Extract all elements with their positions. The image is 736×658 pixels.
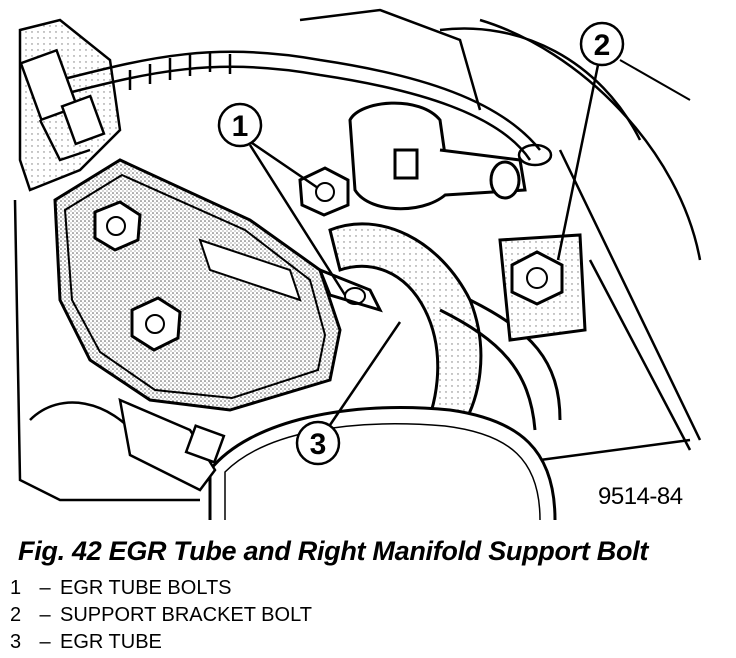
- lower-left-fitting: [118, 397, 226, 492]
- legend-label: SUPPORT BRACKET BOLT: [60, 604, 312, 626]
- legend-item: 1–EGR TUBE BOLTS: [10, 575, 312, 602]
- callout-1: 1: [217, 102, 347, 296]
- figure-caption: Fig. 42 EGR Tube and Right Manifold Supp…: [18, 536, 649, 566]
- figure-code: 9514-84: [598, 483, 683, 510]
- legend-label: EGR TUBE BOLTS: [60, 577, 232, 599]
- legend-separator: –: [39, 577, 51, 599]
- legend: 1–EGR TUBE BOLTS 2–SUPPORT BRACKET BOLT …: [10, 575, 312, 656]
- svg-text:2: 2: [594, 29, 611, 62]
- legend-separator: –: [39, 604, 51, 626]
- egr-tube-bolt-upper: [298, 166, 350, 217]
- svg-text:1: 1: [232, 110, 249, 143]
- wire-harness: [59, 50, 553, 167]
- legend-item: 3–EGR TUBE: [10, 629, 312, 656]
- legend-separator: –: [39, 631, 51, 653]
- legend-number: 1: [10, 577, 22, 599]
- svg-text:3: 3: [310, 428, 327, 461]
- egr-valve: [348, 101, 527, 211]
- support-bracket-bolt: [498, 233, 587, 342]
- legend-number: 3: [10, 631, 22, 653]
- support-bracket: [53, 158, 342, 412]
- engine-illustration: 1 2 3: [13, 8, 702, 520]
- legend-item: 2–SUPPORT BRACKET BOLT: [10, 602, 312, 629]
- legend-number: 2: [10, 604, 22, 626]
- bracket-bolt-upper: [93, 200, 142, 252]
- callout-2: 2: [556, 21, 625, 261]
- bracket-bolt-lower: [130, 296, 182, 352]
- electrical-connector: [19, 48, 106, 162]
- oil-filter: [208, 406, 557, 520]
- callout-3: 3: [295, 321, 402, 466]
- legend-label: EGR TUBE: [60, 631, 162, 653]
